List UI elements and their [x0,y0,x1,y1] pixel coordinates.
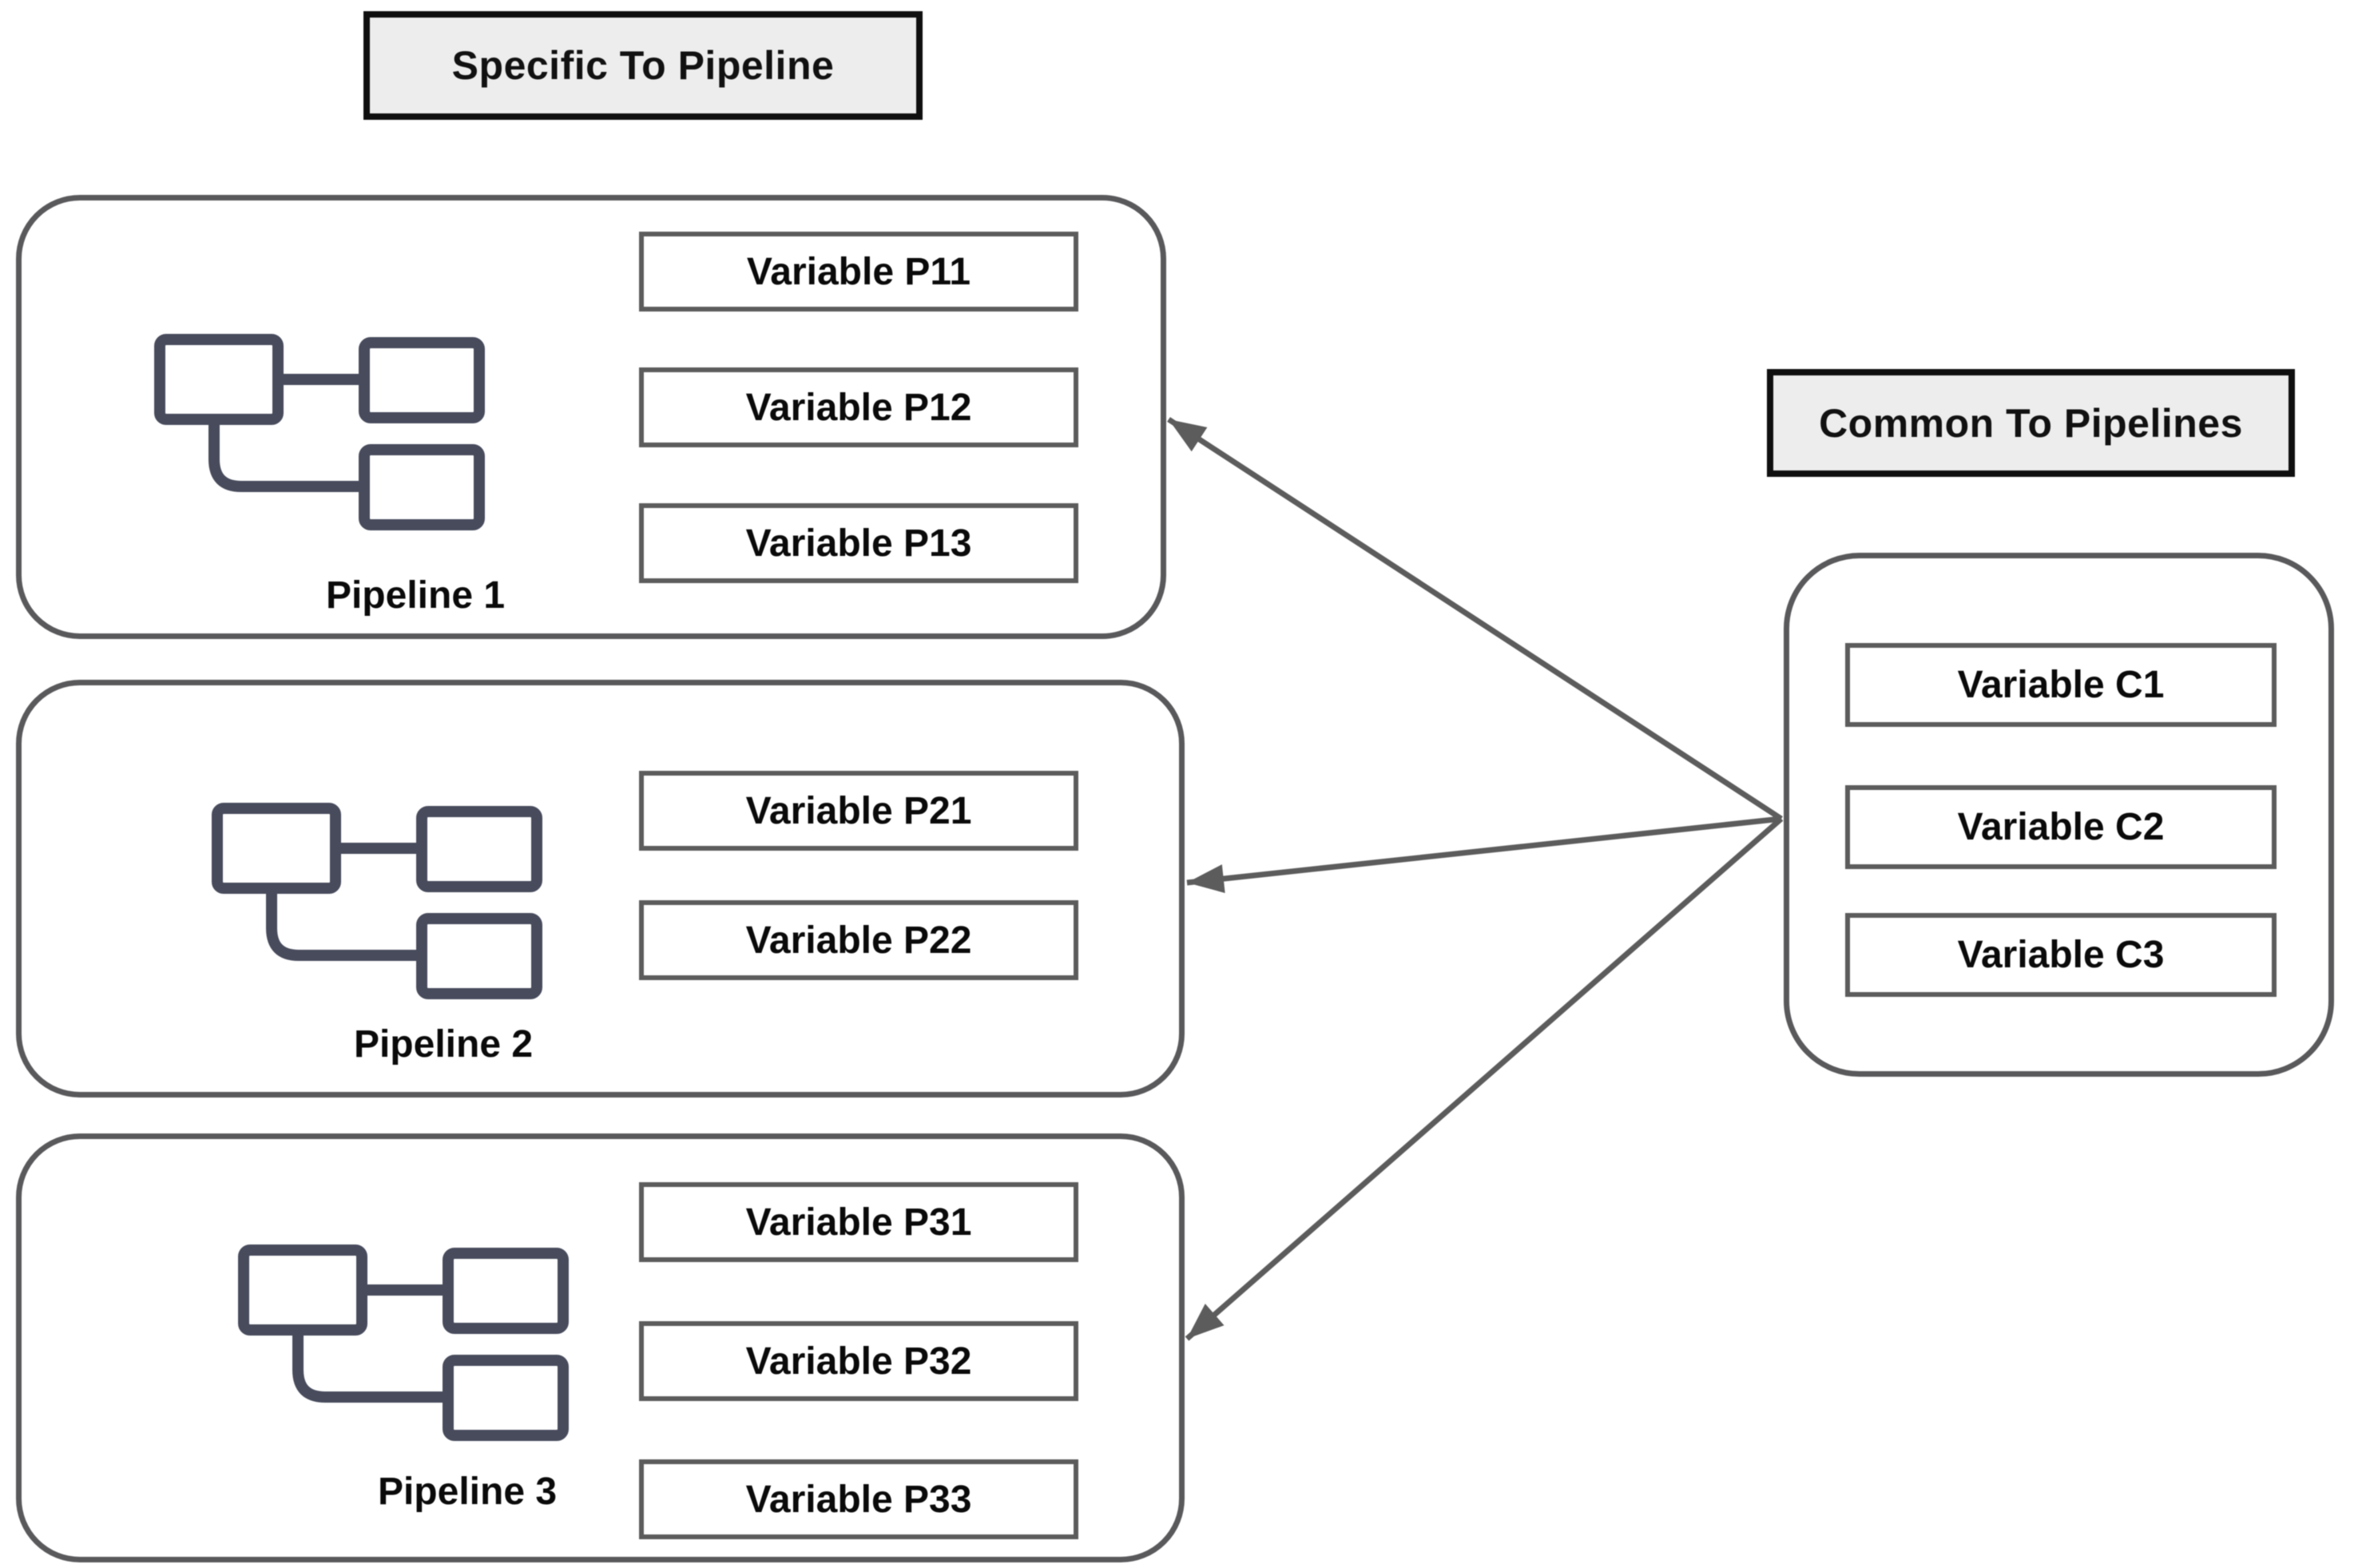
pipeline-flow-icon [212,803,542,999]
variable-c1-box: Variable C1 [1845,643,2277,727]
variable-p12-box: Variable P12 [639,367,1078,447]
pipeline-1-label: Pipeline 1 [325,574,506,617]
variable-c2-box: Variable C2 [1845,785,2277,869]
pipeline-3-label: Pipeline 3 [377,1471,558,1513]
variable-c3-box: Variable C3 [1845,913,2277,997]
pipeline-flow-icon [238,1244,569,1441]
variable-p32-box: Variable P32 [639,1321,1078,1401]
arrow-common-to-pipeline-1 [1167,417,1783,821]
specific-to-pipeline-title: Specific To Pipeline [363,11,923,120]
pipeline-flow-icon [154,334,485,530]
arrow-common-to-pipeline-2 [1186,816,1782,893]
variable-p33-box: Variable P33 [639,1459,1078,1539]
variable-p31-box: Variable P31 [639,1182,1078,1262]
pipeline-2-label: Pipeline 2 [353,1023,534,1066]
common-to-pipelines-title: Common To Pipelines [1767,369,2295,477]
common-to-pipelines-title-label: Common To Pipelines [1819,400,2243,446]
arrow-common-to-pipeline-3 [1185,816,1784,1341]
variable-p21-box: Variable P21 [639,771,1078,851]
specific-to-pipeline-title-label: Specific To Pipeline [451,43,835,88]
variable-p22-box: Variable P22 [639,900,1078,980]
variable-p11-box: Variable P11 [639,232,1078,312]
variable-p13-box: Variable P13 [639,503,1078,583]
pipeline-2-group [16,680,1185,1098]
